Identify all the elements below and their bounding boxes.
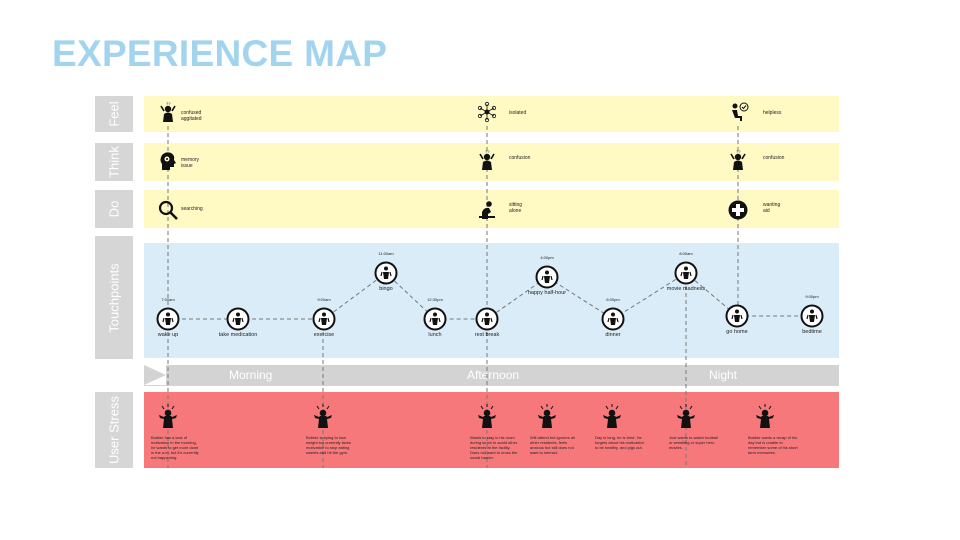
isolated-network-icon <box>476 101 498 123</box>
lane-label-think: Think <box>95 143 133 181</box>
person-circle-icon <box>800 304 824 328</box>
touchpoints-band <box>144 243 839 358</box>
page-title: EXPERIENCE MAP <box>52 33 388 74</box>
stressed-person-icon <box>753 403 777 429</box>
stressed-person-icon <box>674 403 698 429</box>
phase-morning: Morning <box>229 368 273 382</box>
touchpoint-time: 9:00am <box>317 297 331 302</box>
stress-band <box>144 392 839 468</box>
head-gears-icon <box>157 150 179 172</box>
confused-person-icon: ?? <box>727 149 749 172</box>
stress-description: Bobbie has a lack of motivation in the m… <box>151 435 199 460</box>
lane-label-feel: Feel <box>95 96 133 132</box>
feel-2-text: isolated <box>509 110 527 116</box>
stress-description: Wants to stay in his room during lunch t… <box>470 435 518 460</box>
svg-text:??: ?? <box>736 150 741 154</box>
confused-person-icon: ?? <box>157 101 179 124</box>
stressed-person-icon <box>475 403 499 429</box>
timeline-arrow-notch <box>144 365 166 385</box>
touchpoint-time: 7:00am <box>161 297 175 302</box>
magnifier-icon <box>157 199 179 221</box>
person-circle-icon <box>423 307 447 331</box>
stress-description: Just wants to watch football or wrestlin… <box>669 435 718 450</box>
touchpoint-label: take medication <box>218 332 258 338</box>
do-1-text: searching <box>181 206 203 212</box>
person-circle-icon <box>535 265 559 289</box>
think-2-text: confusion <box>509 155 531 161</box>
person-circle-icon <box>674 261 698 285</box>
touchpoint-label: happy half-hour <box>527 290 567 296</box>
lane-label-touchpoints: Touchpoints <box>95 236 133 359</box>
medical-cross-icon <box>727 199 749 221</box>
touchpoint-label: movie madness <box>666 286 706 292</box>
person-circle-icon <box>156 307 180 331</box>
stress-description: Bobbie wants a recap of his day but is u… <box>748 435 798 455</box>
stressed-person-icon <box>535 403 559 429</box>
phase-night: Night <box>709 368 738 382</box>
person-circle-icon <box>312 307 336 331</box>
touchpoint-label: dinner <box>605 332 621 338</box>
lane-label-stress: User Stress <box>95 392 133 468</box>
svg-text:??: ?? <box>166 102 171 106</box>
touchpoint-label: wake up <box>157 332 179 338</box>
touchpoint-label: lunch <box>428 332 442 338</box>
touchpoint-time: 4:00pm <box>540 255 554 260</box>
do-band <box>144 190 839 228</box>
touchpoint-label: exercise <box>313 332 335 338</box>
touchpoint-time: 6:00pm <box>606 297 620 302</box>
think-band <box>144 143 839 181</box>
touchpoint-label: bingo <box>379 286 393 292</box>
person-circle-icon <box>374 261 398 285</box>
touchpoint-label: go home <box>726 329 748 335</box>
lane-label-do: Do <box>95 190 133 228</box>
confused-person-icon: ?? <box>476 149 498 172</box>
stress-description: Bobbie is trying to lose weight but curr… <box>306 435 351 455</box>
person-circle-icon <box>475 307 499 331</box>
helpless-seated-icon <box>727 101 749 123</box>
person-circle-icon <box>725 304 749 328</box>
stressed-person-icon <box>311 403 335 429</box>
touchpoint-time: 8:00am <box>679 251 693 256</box>
person-circle-icon <box>601 307 625 331</box>
svg-text:??: ?? <box>485 150 490 154</box>
feel-band <box>144 96 839 132</box>
touchpoint-time: 11:00am <box>378 251 394 256</box>
think-3-text: confusion <box>763 155 785 161</box>
stress-description: Day is long, he is tired. He forgets abo… <box>595 435 644 450</box>
stressed-person-icon <box>156 403 180 429</box>
person-circle-icon <box>226 307 250 331</box>
sitting-person-icon <box>476 199 498 221</box>
phase-afternoon: Afternoon <box>467 368 520 382</box>
timeline-bar <box>144 365 839 386</box>
touchpoint-time: 12:30pm <box>427 297 443 302</box>
feel-3-text: helpless <box>763 110 782 116</box>
touchpoint-label: rest break <box>474 332 500 338</box>
stress-description: Will attend but ignores all other reside… <box>530 435 575 455</box>
touchpoint-label: bedtime <box>802 329 822 335</box>
stressed-person-icon <box>600 403 624 429</box>
touchpoint-time: 9:00pm <box>805 294 819 299</box>
